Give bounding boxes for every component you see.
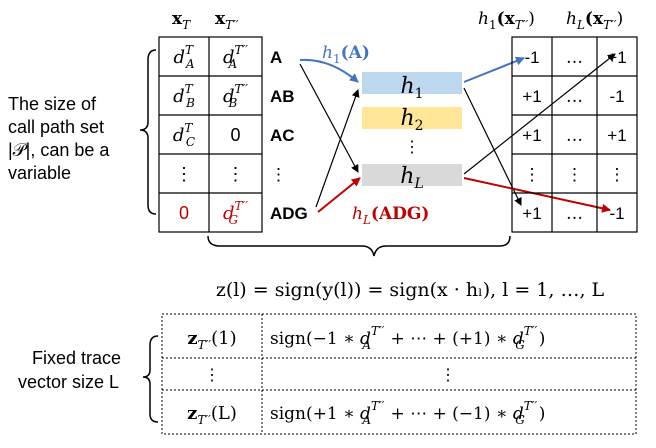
input-table-grid: [159, 37, 262, 232]
d-sup: T′′: [371, 324, 385, 338]
result-row-2-expr: ⋮: [440, 365, 456, 384]
arrow-A-to-h1: [299, 58, 359, 83]
header-h1: h1(xT′′): [478, 9, 535, 32]
arrow-ADG-to-hL: [317, 177, 361, 213]
output-cell-2-2: +1: [607, 126, 626, 145]
row-label-0: A: [270, 48, 282, 67]
input-cell-1-1: dT′′B: [223, 82, 248, 110]
input-arrows: [299, 58, 361, 213]
input-table-border: [158, 36, 263, 233]
result-table-border: [161, 313, 637, 435]
bottom-caption-line-2: vector size L: [18, 372, 119, 392]
header: xT xT′′ h1(xT′′) hL(xT′′): [172, 9, 623, 32]
arrow-hL-to-out-row1: [463, 53, 616, 175]
hash-functions: h1 h2 ⋮ hL h1(A) hL(ADG): [322, 43, 462, 227]
formula: z(l) = sign(y(l)) = sign(x · hₗ), l = 1,…: [216, 279, 605, 301]
row-label-4: ADG: [270, 204, 308, 223]
output-cell-3-1: ⋮: [566, 165, 583, 185]
input-cell-1-2: 0: [230, 125, 240, 145]
output-cell-1-2: -1: [609, 87, 624, 106]
result-row-1-expr: sign(−1 ∗ dT′′A + ⋯ + (+1) ∗ dT′′G): [270, 324, 545, 352]
result-row-3-expr: sign(+1 ∗ dT′′A + ⋯ + (−1) ∗ dT′′G): [270, 399, 545, 427]
left-brace: [139, 49, 157, 215]
left-caption-line-1: The size of: [8, 94, 97, 114]
output-cell-3-0: ⋮: [524, 165, 541, 185]
arrow-hL-to-out-row5: [463, 177, 611, 213]
output-cell-1-0: +1: [522, 87, 541, 106]
input-cell-1-0: dT′′A: [223, 43, 248, 71]
left-caption-line-2: call path set: [8, 117, 104, 137]
h1-of-A-label: h1(A): [322, 43, 370, 66]
output-cell-4-0: +1: [522, 204, 541, 223]
result-table: zT′′(1) sign(−1 ∗ dT′′A + ⋯ + (+1) ∗ dT′…: [161, 313, 637, 435]
output-table: -1 … +1 +1 … -1 +1 … +1 ⋮ ⋮ ⋮ +1 … -1: [511, 36, 638, 233]
input-cell-1-3: ⋮: [227, 164, 245, 185]
input-cell-1-4: dT′′G: [223, 199, 248, 227]
result-row-3-label: zT′′(L): [187, 403, 237, 427]
bottom-caption-line-1: Fixed trace: [32, 348, 121, 368]
output-table-border: [511, 36, 638, 233]
h2-bar: [362, 107, 462, 129]
hL-bar: [362, 164, 462, 186]
arrow-A-to-hL: [299, 63, 359, 173]
row-label-3: ⋮: [270, 165, 287, 185]
hL-label: hL: [400, 164, 423, 192]
arrow-ADG-to-h1: [315, 89, 360, 208]
hash-dots: ⋮: [404, 137, 420, 156]
arrow-h1-to-out-row1: [463, 56, 525, 83]
output-cell-0-2: +1: [607, 48, 626, 67]
left-caption: The size of call path set |𝒫|, can be a …: [8, 94, 110, 183]
h1-label: h1: [400, 74, 423, 102]
bottom-left-brace: [142, 335, 159, 423]
output-cell-2-0: +1: [522, 126, 541, 145]
input-cell-0-4: 0: [179, 203, 189, 223]
result-row-1-label: zT′′(1): [187, 328, 236, 352]
output-cell-4-1: …: [566, 204, 583, 224]
output-cell-0-0: -1: [524, 48, 539, 67]
output-table-grid: [512, 37, 637, 232]
h1-bar: [362, 72, 462, 94]
row-label-2: AC: [270, 126, 295, 145]
output-cell-1-1: …: [566, 87, 583, 107]
header-hL: hL(xT′′): [566, 9, 623, 32]
header-xT: xT: [172, 9, 191, 32]
bottom-caption: Fixed trace vector size L: [18, 348, 121, 392]
left-caption-line-3: |𝒫|, can be a: [8, 140, 110, 160]
header-xT2: xT′′: [215, 9, 239, 32]
left-caption-line-4: variable: [8, 163, 71, 183]
hL-of-ADG-label: hL(ADG): [352, 204, 429, 227]
output-cell-4-2: -1: [609, 204, 624, 223]
input-cell-0-3: ⋮: [175, 164, 193, 185]
h2-label: h2: [400, 106, 423, 134]
row-labels: A AB AC ⋮ ADG: [270, 48, 308, 223]
output-cell-2-1: …: [566, 126, 583, 146]
bottom-brace: [207, 235, 511, 257]
output-cell-3-2: ⋮: [609, 165, 626, 185]
output-table-cells: -1 … +1 +1 … -1 +1 … +1 ⋮ ⋮ ⋮ +1 … -1: [522, 48, 626, 224]
result-row-2-label: ⋮: [204, 365, 220, 384]
output-cell-0-1: …: [566, 48, 583, 68]
row-label-1: AB: [270, 87, 295, 106]
